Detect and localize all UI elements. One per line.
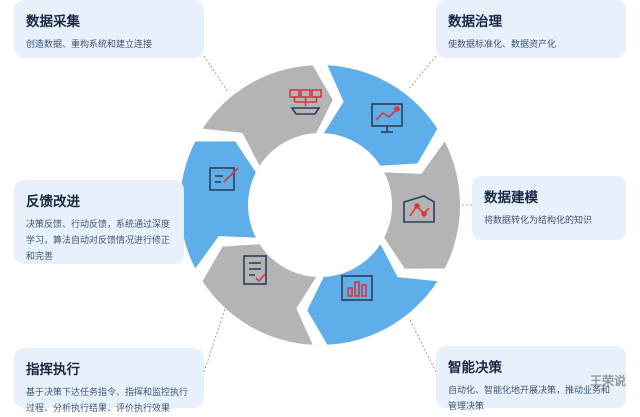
card-command-execution: 指挥执行 基于决策下达任务指令、指挥和监控执行过程、分析执行结果、评价执行效果: [14, 348, 204, 414]
center-hole: [262, 147, 378, 263]
card-data-collection: 数据采集 创造数据、重构系统和建立连接: [14, 0, 204, 58]
card-data-modeling: 数据建模 将数据转化为结构化的知识: [472, 176, 626, 240]
card-title: 数据建模: [484, 190, 538, 206]
card-title: 智能决策: [448, 360, 502, 376]
ring-segment-model: [384, 141, 461, 269]
checklist-icon: [243, 255, 267, 285]
ring-segment-feedback: [180, 141, 256, 269]
card-intelligent-decision: 智能决策 自动化、智能化地开展决策，推动业务和管理决策: [436, 346, 626, 412]
card-desc: 决策反馈、行动反馈，系统通过深度学习，算法自动对反馈情况进行修正和完善: [26, 220, 171, 262]
cube-network-icon: [403, 195, 435, 223]
card-title: 反馈改进: [26, 194, 80, 210]
card-desc: 使数据标准化、数据资产化: [448, 40, 557, 50]
connector-collect: [203, 55, 229, 93]
connector-decide: [409, 319, 437, 373]
card-desc: 将数据转化为结构化的知识: [484, 216, 593, 226]
edit-note-icon: [209, 167, 239, 191]
card-title: 数据治理: [448, 14, 502, 30]
bar-chart-icon: [341, 275, 373, 301]
line-chart-icon: [371, 103, 403, 133]
card-feedback-improvement: 反馈改进 决策反馈、行动反馈，系统通过深度学习，算法自动对反馈情况进行修正和完善: [14, 180, 184, 264]
card-desc: 基于决策下达任务指令、指挥和监控执行过程、分析执行结果、评价执行效果: [26, 388, 189, 414]
connector-command: [203, 299, 229, 373]
hierarchy-icon: [289, 89, 322, 115]
connector-govern: [407, 55, 437, 91]
card-data-governance: 数据治理 使数据标准化、数据资产化: [436, 0, 626, 58]
ring-segment-collect: [202, 65, 333, 166]
card-desc: 自动化、智能化地开展决策，推动业务和管理决策: [448, 386, 611, 412]
ring-segment-command: [202, 244, 317, 345]
watermark-logo: 王荣说: [589, 374, 626, 388]
card-title: 指挥执行: [26, 362, 80, 378]
ring: [180, 65, 461, 345]
card-title: 数据采集: [26, 14, 80, 30]
card-desc: 创造数据、重构系统和建立连接: [26, 40, 153, 50]
